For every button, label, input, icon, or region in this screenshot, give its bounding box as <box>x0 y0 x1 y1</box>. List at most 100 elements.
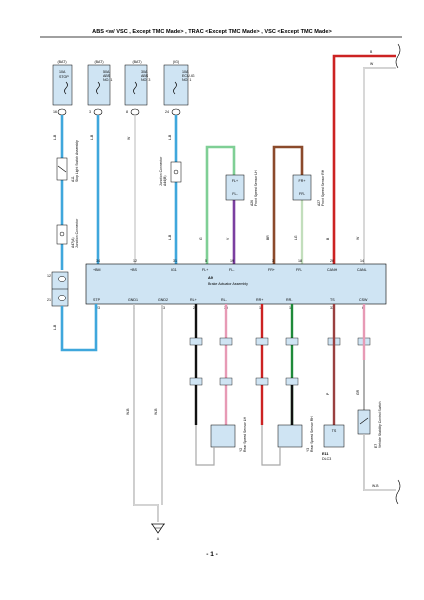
fuse-ecu-rating: 10A <box>182 70 189 74</box>
page-break-top <box>395 43 401 69</box>
wire-ig-code-low: L-B <box>168 234 172 240</box>
stop-light-switch: A11 Stop Light Switch Assembly <box>56 140 79 182</box>
ecu-bottom-pin-name: RL- <box>221 298 228 302</box>
wire-rear-lh-return <box>195 425 215 466</box>
front-rh-pin2: FR- <box>299 192 306 196</box>
diagram-title: ABS <w/ VSC , Except TMC Made> , TRAC <E… <box>92 29 332 35</box>
ecu-top-pin-num: 14 <box>360 259 364 263</box>
ecu-top-pin-num: 31 <box>173 259 177 263</box>
fuse-abs3-pin: 8 <box>126 110 128 114</box>
wire-canh <box>332 54 396 264</box>
ecu-top-pin-name: FR- <box>296 268 303 272</box>
ecu-bottom-pin-name: GND2 <box>158 298 168 302</box>
ecu-top-pin-num: 3 <box>272 259 274 263</box>
front-lh-pin1: FL+ <box>232 179 238 183</box>
ecu-top-pin-num: 34 <box>96 259 100 263</box>
stop-switch-id: A11 <box>71 176 75 182</box>
ecu-top-pin-num: 12 <box>133 259 137 263</box>
wire-bottom-right-code: W-B <box>372 484 379 488</box>
fuse-abs-no3: (BAT) 30A ABS NO. 3 8 <box>124 60 150 116</box>
wire-fr-plus-code: BR <box>266 235 270 240</box>
wire-fl-minus-code: V <box>226 237 230 240</box>
fuse-stop-source: (BAT) <box>57 60 66 64</box>
wire-rear-rh-return <box>261 425 281 466</box>
fuse-ecu-pin: 24 <box>165 110 169 114</box>
fuse-stop-pin: 16 <box>53 110 57 114</box>
rear-speed-sensor-rh: Y3 Rear Speed Sensor RH <box>277 416 314 452</box>
inline-connectors-row1 <box>189 337 371 346</box>
wire-fr-minus-code: LG <box>294 235 298 240</box>
front-lh-id: A26 <box>250 200 254 206</box>
front-lh-label: Front Speed Sensor LH <box>254 170 258 206</box>
wire-gnd2-code: W-B <box>154 408 158 415</box>
rear-lh-id: Y2 <box>239 448 243 452</box>
front-speed-sensor-rh: FR+ FR- A27 Front Speed Sensor RH <box>292 169 325 206</box>
vsc-switch: E7 Vehicle Stability Control Switch <box>357 401 382 448</box>
wire-canh-code-top: B <box>370 50 373 54</box>
ground-symbol: A <box>151 523 165 541</box>
junction-a47-label: Junction Connector <box>75 218 79 248</box>
ecu-bottom-pin-name: CSW <box>359 298 368 302</box>
vsc-switch-id: E7 <box>374 444 378 448</box>
wire-csw-code: GR <box>356 389 360 395</box>
wire-canl <box>363 67 396 264</box>
fuse-ecu-ig: (IG) 10A ECU-IG NO. 1 24 <box>163 60 195 116</box>
wire-canl-code: W <box>356 236 360 240</box>
ecu-top-pin-name: +BS <box>130 268 137 272</box>
wire-stop-code: L-B <box>53 134 57 140</box>
ecu-top-pin-name: FL- <box>229 268 235 272</box>
dlc3-id: E11 <box>322 452 329 456</box>
ecu-top-pin-name: FR+ <box>268 268 275 272</box>
front-speed-sensor-lh: FL+ FL- A26 Front Speed Sensor LH <box>225 170 258 206</box>
junction-a44-label: Junction Connector <box>159 156 163 186</box>
wire-fr-plus <box>272 145 304 264</box>
ecu-bottom-pin-name: GND1 <box>128 298 138 302</box>
brake-actuator-assembly: A9 Brake Actuator Assembly 34 +BM 12 +BS… <box>85 259 387 310</box>
fuse-abs1-name: ABS <box>103 74 111 78</box>
fuse-stop: (BAT) 10A STOP 16 <box>52 60 73 116</box>
ecu-bottom-pin-name: TS <box>330 298 335 302</box>
ecu-top-pin-num: 5 <box>205 259 207 263</box>
fuse-abs1-no: NO. 1 <box>103 78 112 82</box>
junction-pin-b: 21 <box>47 298 51 302</box>
fuse-abs1-rating: 50A <box>103 70 110 74</box>
fuse-abs1-source: (BAT) <box>94 60 103 64</box>
fuse-abs3-no: NO. 3 <box>141 78 150 82</box>
wire-fl-plus <box>205 145 236 264</box>
wire-stp-code: L-B <box>53 324 57 330</box>
junction-a44: A44(B) Junction Connector <box>159 156 182 186</box>
front-rh-label: Front Speed Sensor RH <box>321 169 325 206</box>
front-rh-pin1: FR+ <box>299 179 306 183</box>
fuse-abs3-source: (BAT) <box>132 60 141 64</box>
junction-a47-id: A47(A) <box>71 237 75 248</box>
fuse-abs3-rating: 30A <box>141 70 148 74</box>
ecu-bottom-pin-name: RR- <box>286 298 293 302</box>
fuse-ecu-name: ECU-IG <box>182 74 195 78</box>
junction-a44-id: A44(B) <box>163 175 167 186</box>
page-number: - 1 - <box>206 551 218 558</box>
wire-ts-code: P <box>326 392 330 395</box>
fuse-stop-name: STOP <box>59 75 69 79</box>
wire-stp <box>60 304 98 352</box>
fuse-stop-rating: 10A <box>59 70 66 74</box>
ground-label: A <box>157 537 160 541</box>
junction-a47: A47(A) Junction Connector <box>56 218 79 248</box>
wire-bm-code: L-B <box>90 134 94 140</box>
ecu-bottom-pin-name: RL+ <box>190 298 197 302</box>
ecu-id: A9 <box>208 276 213 280</box>
wire-canh-code: B <box>326 237 330 240</box>
ecu-top-pin-num: 18 <box>298 259 302 263</box>
dlc3-connector: TS E11 DLC3 <box>322 424 345 461</box>
wire-stop: L-B <box>53 115 64 270</box>
ecu-top-pin-num: 19 <box>230 259 234 263</box>
fuse-abs1-pin: 3 <box>89 110 91 114</box>
fuse-group: (BAT) 10A STOP 16 (BAT) 50A ABS NO. 1 3 … <box>52 60 195 116</box>
ecu-top-pin-name: CANL <box>357 268 367 272</box>
rear-rh-id: Y3 <box>306 448 310 452</box>
rear-speed-sensor-lh: Y2 Rear Speed Sensor LH <box>210 416 247 452</box>
wire-fl-plus-code: G <box>199 237 203 240</box>
dlc3-pin: TS <box>332 429 337 433</box>
junction-pin-a: 12 <box>47 274 51 278</box>
wire-gnd1-code: W-B <box>126 408 130 415</box>
